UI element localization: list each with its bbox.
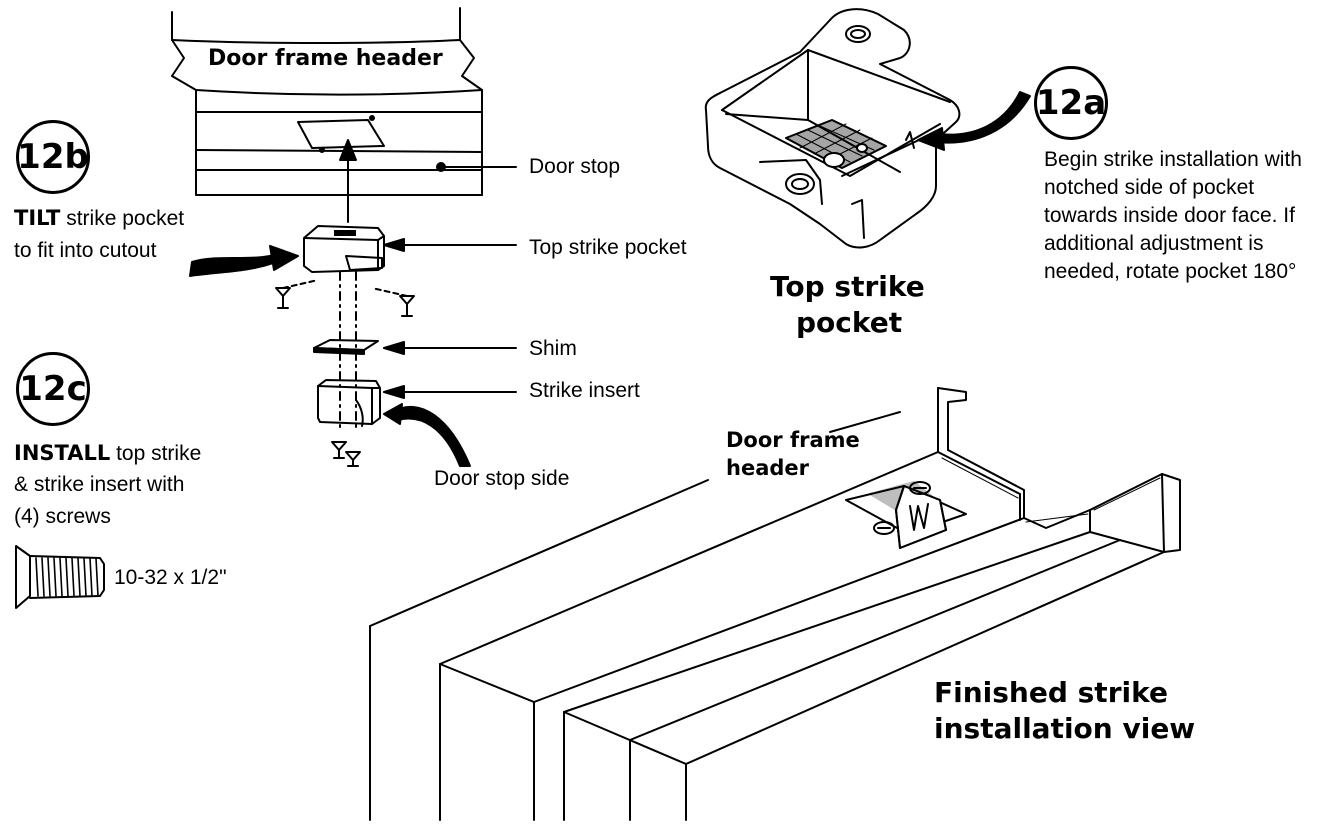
step-12a-line: notched side of pocket — [1044, 176, 1255, 199]
screw-spec-label: 10-32 x 1/2" — [114, 566, 227, 589]
pocket-detail-title-line1: Top strike — [770, 270, 925, 303]
door-frame-header-drawing — [171, 7, 517, 223]
finished-header-label-line2: header — [726, 456, 809, 480]
step-12c-line3: (4) screws — [14, 505, 111, 528]
tilt-arrow — [189, 253, 279, 277]
step-12c-badge: 12c — [16, 352, 90, 426]
strike-insert-label: Strike insert — [529, 379, 640, 402]
door-stop-label: Door stop — [529, 155, 621, 178]
step-12a-badge: 12a — [1034, 66, 1108, 140]
finished-view-title-line2: installation view — [934, 712, 1196, 745]
shim-label: Shim — [529, 337, 577, 360]
step-12a-line: towards inside door face. If — [1044, 204, 1295, 227]
strike-insert-drawing — [317, 379, 517, 467]
step-12b-badge: 12b — [16, 120, 90, 194]
top-strike-pocket-label: Top strike pocket — [529, 236, 687, 259]
step-12a-line: needed, rotate pocket 180° — [1044, 260, 1297, 283]
step-12b-line2: to fit into cutout — [14, 239, 157, 262]
finished-view-drawing — [369, 387, 1181, 821]
top-strike-pocket-drawing — [275, 225, 517, 317]
step-12c-verb: INSTALL — [14, 441, 111, 465]
pocket-detail-drawing — [704, 8, 1031, 249]
step-12a-line: Begin strike installation with — [1044, 148, 1302, 171]
step-12c-line1-text: top strike — [110, 442, 202, 465]
door-stop-side-label: Door stop side — [434, 467, 570, 490]
finished-view-title-line1: Finished strike — [934, 676, 1168, 709]
flat-head-screw-icon — [15, 545, 105, 609]
door-frame-header-label: Door frame header — [208, 46, 443, 71]
step-12c-line2: & strike insert with — [14, 473, 185, 496]
step-12b-line1: TILT strike pocket — [14, 206, 184, 231]
finished-header-label-line1: Door frame — [726, 428, 860, 452]
step-12a-instructions: Begin strike installation with notched s… — [1044, 146, 1302, 286]
shim-drawing — [313, 339, 517, 355]
step-12b-line1-text: strike pocket — [60, 207, 185, 230]
step-12c-line1: INSTALL top strike — [14, 441, 201, 466]
step-12b-verb: TILT — [14, 206, 61, 230]
step-12a-line: additional adjustment is — [1044, 232, 1264, 255]
pocket-detail-title-line2: pocket — [796, 306, 903, 339]
tilt-arrowhead — [269, 245, 299, 271]
